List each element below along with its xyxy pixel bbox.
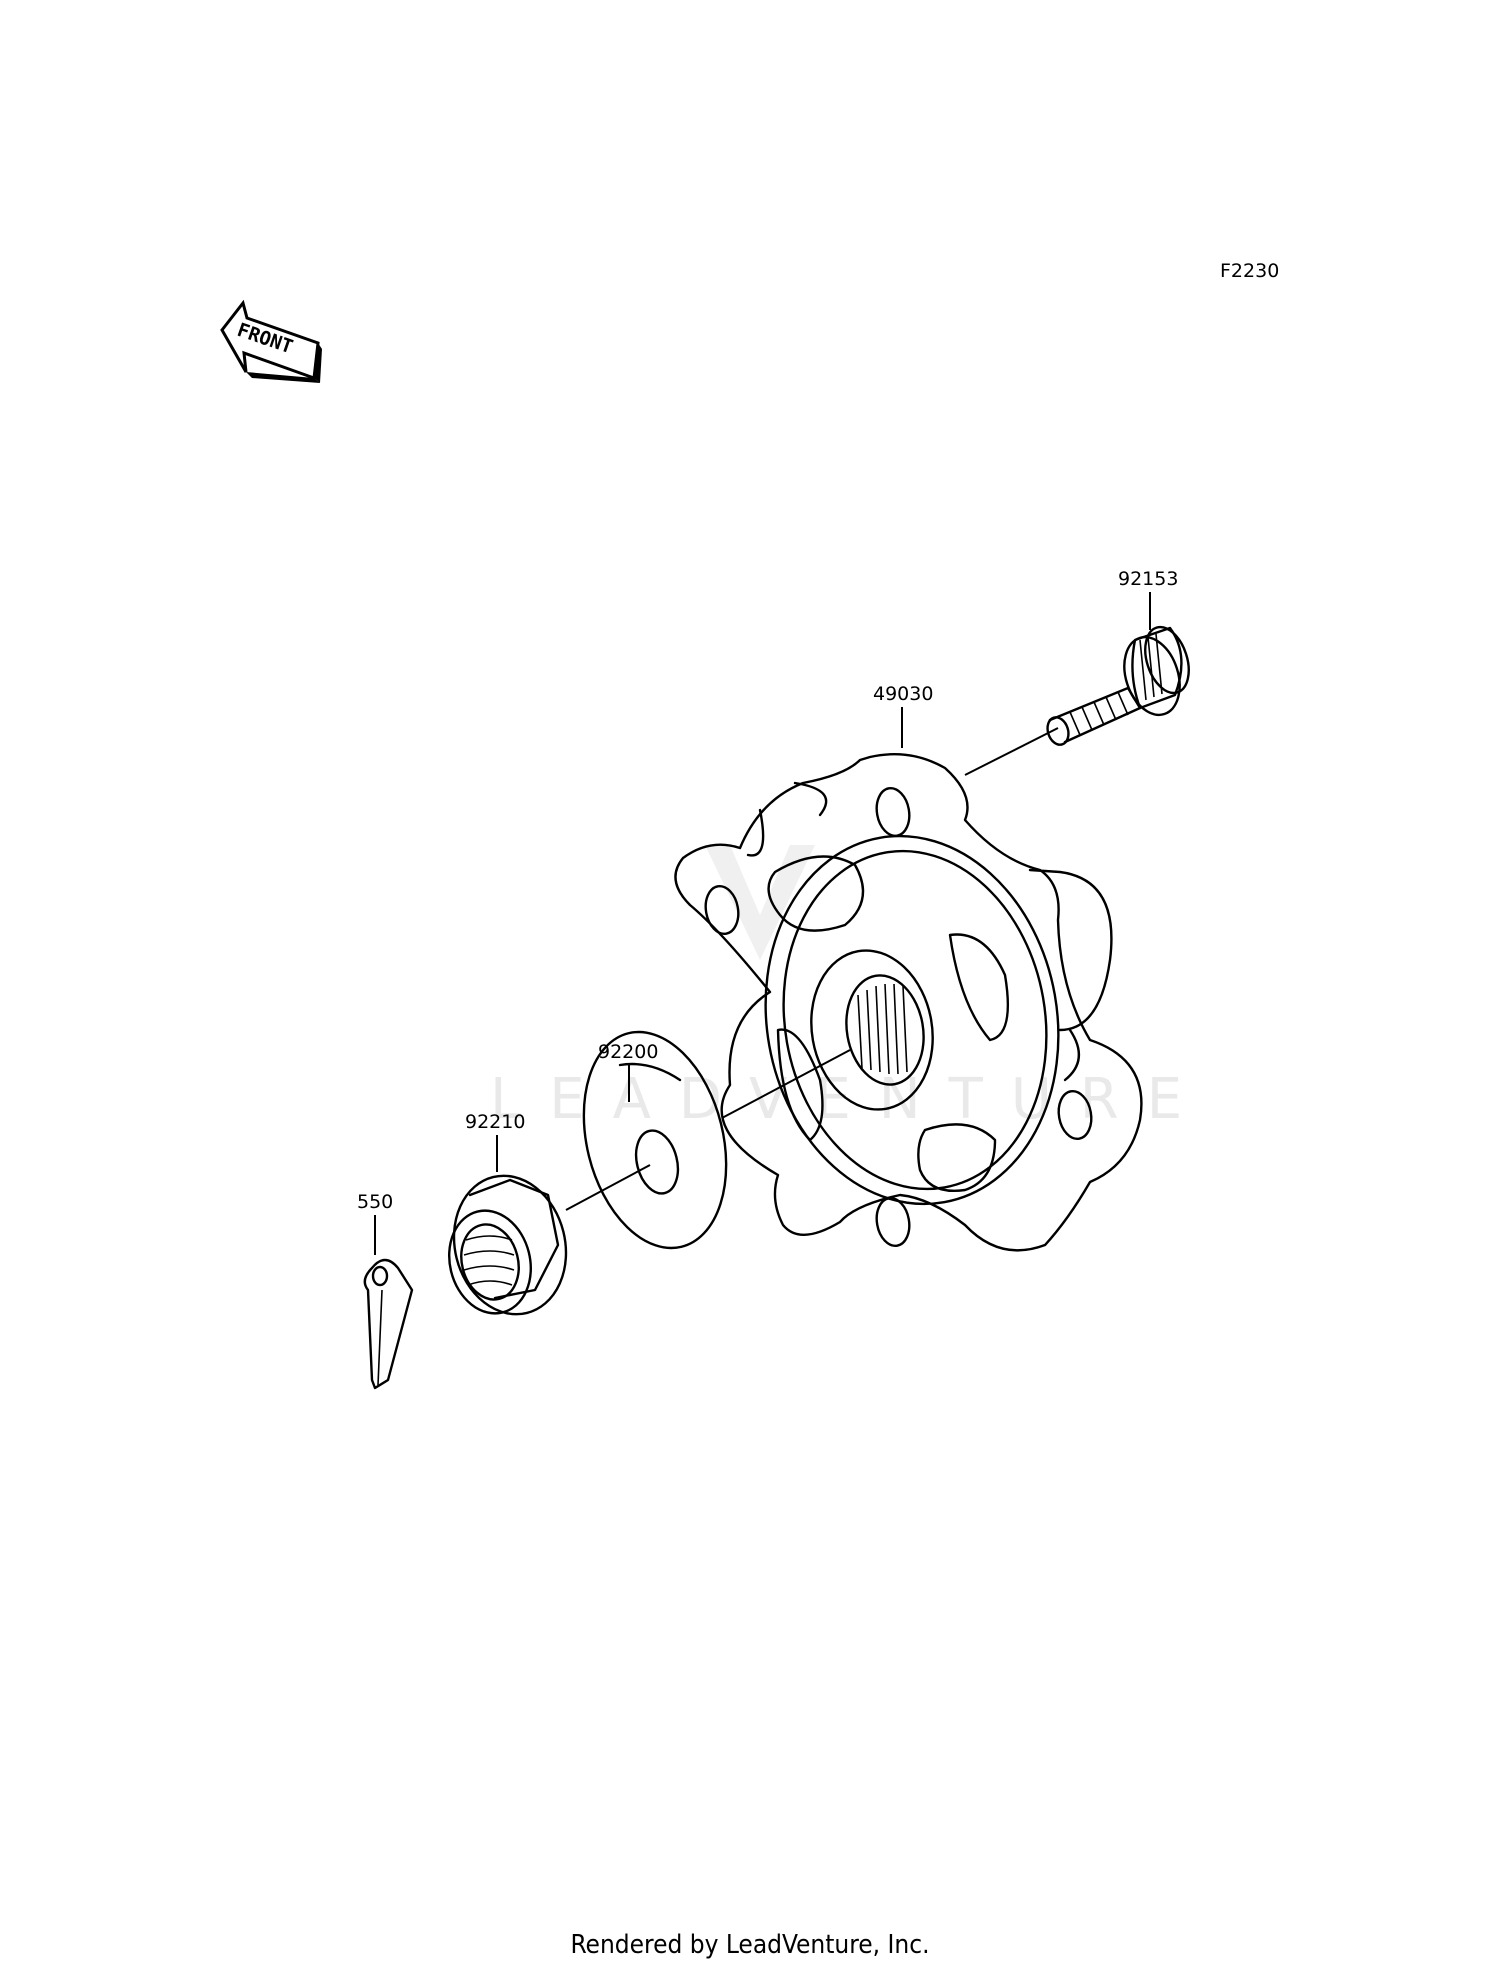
wheel-hub [674, 753, 1143, 1252]
svg-text:49030: 49030 [873, 683, 933, 705]
wheel-stud [1046, 625, 1190, 746]
watermark: LEADVENTURE [490, 845, 1210, 1132]
watermark-text: LEADVENTURE [490, 1067, 1210, 1132]
front-arrow-icon: FRONT [220, 299, 322, 383]
diagram-code: F2230 [1220, 260, 1279, 282]
svg-text:92200: 92200 [598, 1041, 658, 1063]
svg-text:550: 550 [357, 1191, 393, 1213]
callout-49030: 49030 [873, 683, 933, 748]
cotter-pin [363, 1258, 414, 1390]
svg-text:92210: 92210 [465, 1111, 525, 1133]
callout-550: 550 [357, 1191, 393, 1255]
stud-axis-line [964, 727, 1059, 776]
callout-92210: 92210 [465, 1111, 525, 1172]
hub-axis-line [721, 1049, 851, 1119]
washer [582, 1030, 728, 1250]
callout-92153: 92153 [1118, 568, 1178, 630]
svg-text:92153: 92153 [1118, 568, 1178, 590]
callout-92200: 92200 [598, 1041, 658, 1102]
washer-axis-line [565, 1164, 651, 1211]
flange-nut [448, 1174, 568, 1316]
footer-credit: Rendered by LeadVenture, Inc. [570, 1930, 929, 1960]
